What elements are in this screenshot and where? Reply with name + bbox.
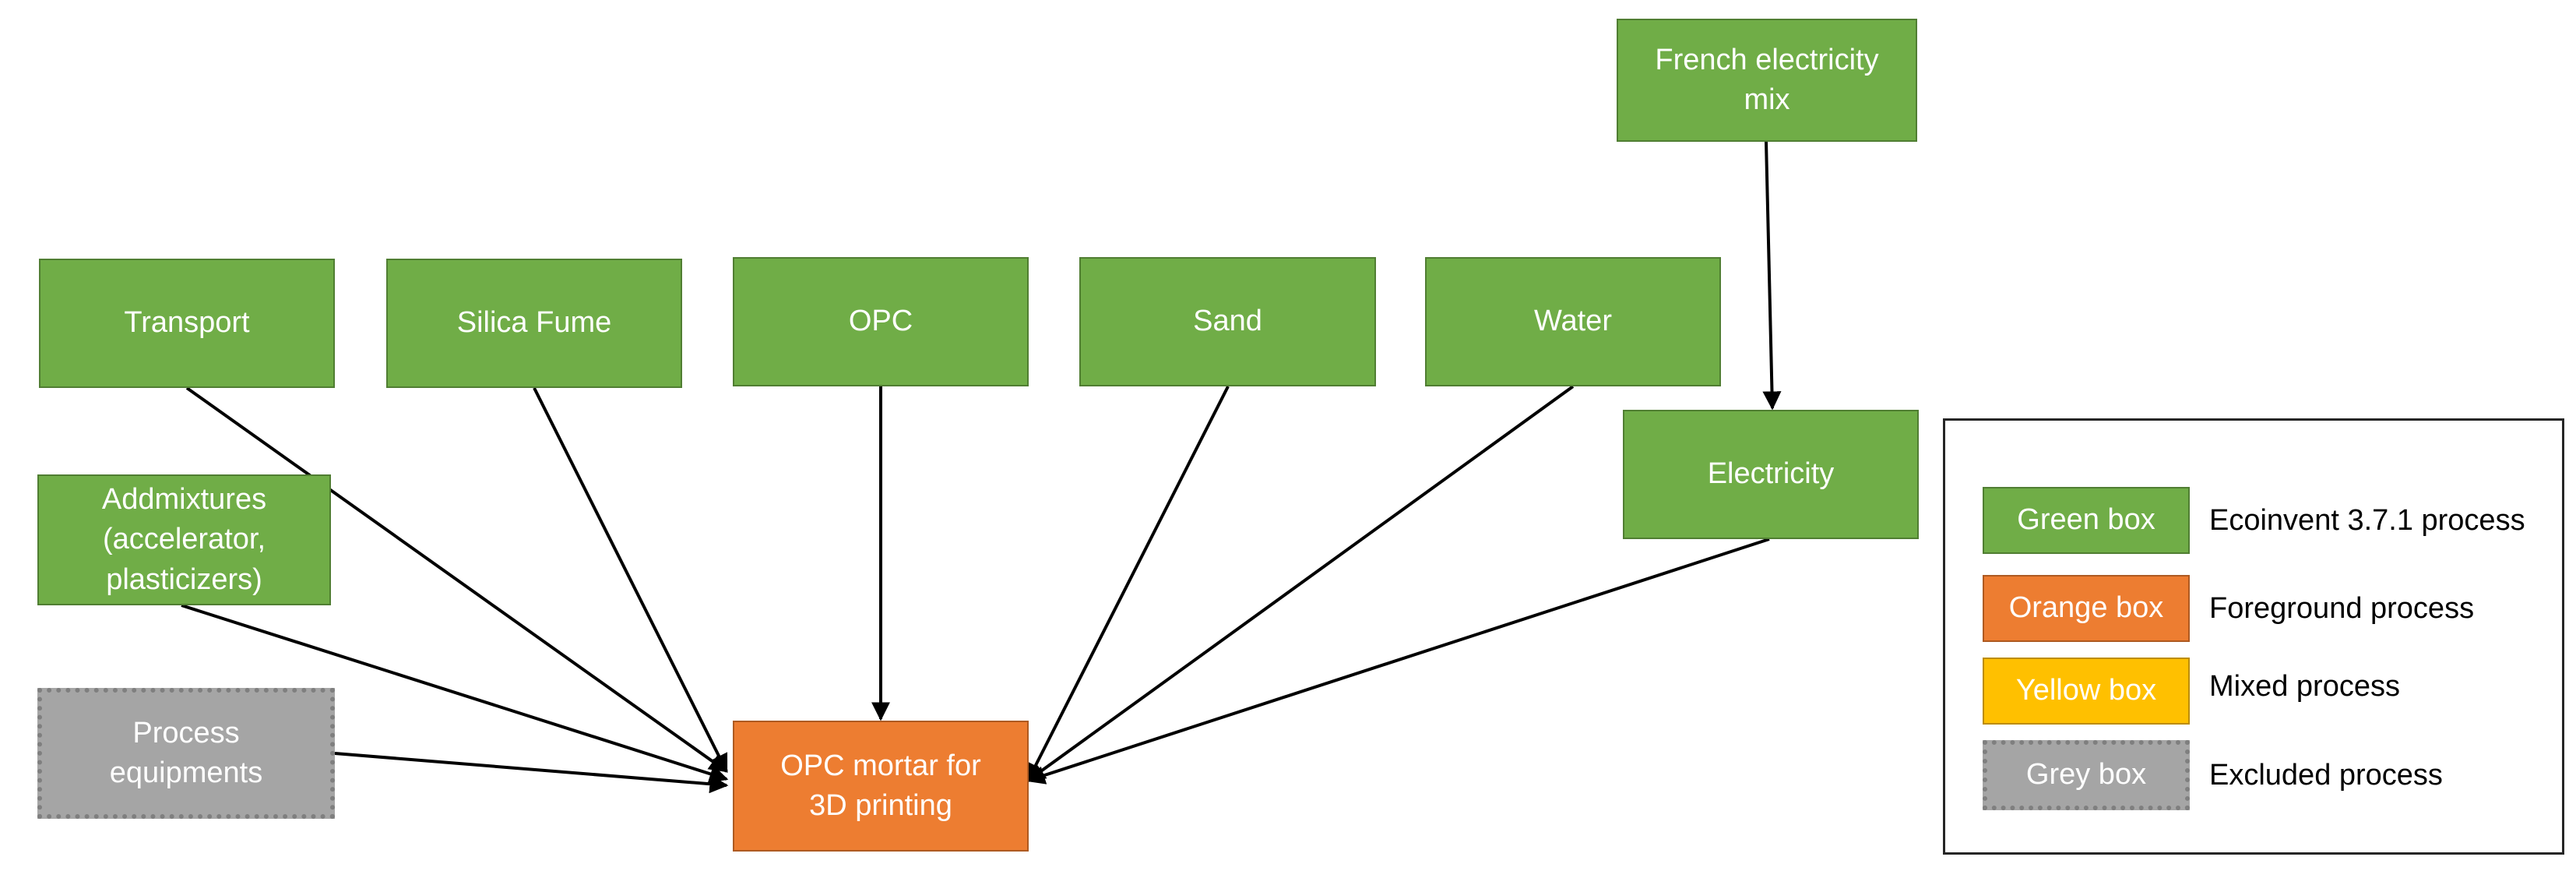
edge-equipments-to-mortar xyxy=(334,752,729,794)
node-water: Water xyxy=(1425,257,1721,386)
edge-sand-to-mortar xyxy=(1026,386,1230,783)
legend-grey-box: Grey box xyxy=(1983,740,2190,810)
node-process-equipments: Process equipments xyxy=(37,688,335,819)
legend: Green box Ecoinvent 3.7.1 process Orange… xyxy=(1943,418,2564,855)
edge-electricity-to-mortar xyxy=(1026,538,1770,785)
legend-yellow-box: Yellow box xyxy=(1983,658,2190,725)
edge-water-to-mortar xyxy=(1026,385,1575,782)
node-admixtures: Addmixtures (accelerator, plasticizers) xyxy=(37,474,331,605)
node-opc-mortar: OPC mortar for 3D printing xyxy=(733,721,1029,852)
node-french-electricity-mix: French electricity mix xyxy=(1617,19,1917,142)
node-transport: Transport xyxy=(39,259,335,388)
legend-grey-desc: Excluded process xyxy=(2209,759,2443,792)
legend-orange-box: Orange box xyxy=(1983,575,2190,642)
edge-silica-fume-to-mortar xyxy=(533,387,728,774)
edge-transport-to-mortar xyxy=(185,386,728,773)
edge-french-mix-to-electricity xyxy=(1762,141,1782,411)
edge-admixtures-to-mortar xyxy=(181,604,729,783)
node-sand: Sand xyxy=(1079,257,1376,386)
legend-orange-desc: Foreground process xyxy=(2209,592,2475,625)
legend-green-desc: Ecoinvent 3.7.1 process xyxy=(2209,504,2525,537)
node-electricity: Electricity xyxy=(1623,410,1919,539)
node-silica-fume: Silica Fume xyxy=(386,259,682,388)
legend-yellow-desc: Mixed process xyxy=(2209,670,2400,703)
legend-green-box: Green box xyxy=(1983,487,2190,554)
node-opc: OPC xyxy=(733,257,1029,386)
